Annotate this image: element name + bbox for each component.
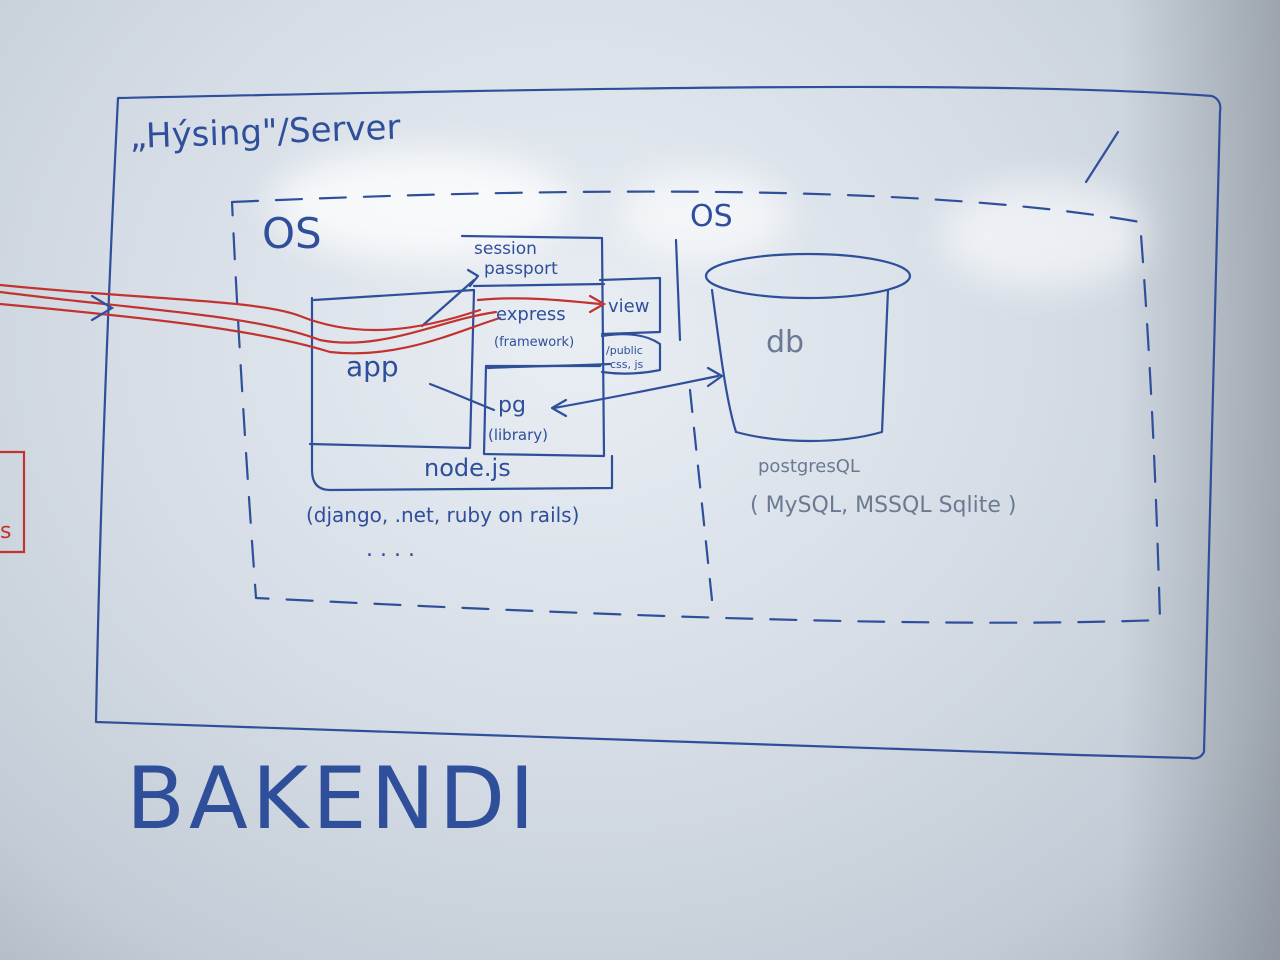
db-cylinder-top xyxy=(704,252,912,300)
app-to-pg-arrow xyxy=(428,382,496,412)
app-box xyxy=(308,288,476,450)
view-label: view xyxy=(608,296,649,317)
alternatives-label: (django, .net, ruby on rails) xyxy=(306,503,579,527)
postgres-label: postgresQL xyxy=(758,456,860,477)
app-to-session-arrowhead xyxy=(466,268,480,288)
request-flow-arrow xyxy=(0,290,498,344)
request-flow-arrowhead xyxy=(588,294,607,314)
nodejs-label: node.js xyxy=(424,454,511,482)
os-container-dashed xyxy=(230,190,1162,624)
framework-box xyxy=(460,234,606,458)
passport-label: passport xyxy=(484,259,558,279)
pg-to-db-arrowhead-right xyxy=(706,366,724,388)
view-box xyxy=(598,276,662,336)
db-label: db xyxy=(766,325,804,360)
node-to-view-arrow xyxy=(486,362,612,370)
request-flow-arrow xyxy=(476,297,602,306)
framework-label: (framework) xyxy=(494,335,574,350)
public-label-1: /public xyxy=(606,344,643,357)
server-box xyxy=(94,85,1222,760)
db-cylinder-body xyxy=(710,288,890,443)
request-flow-arrowhead xyxy=(90,294,115,322)
express-label: express xyxy=(496,304,566,325)
pen-mark xyxy=(1084,130,1120,184)
left-red-box xyxy=(0,450,26,554)
library-label: (library) xyxy=(488,426,548,444)
public-label-2: css, js xyxy=(610,358,644,371)
public-box xyxy=(600,333,662,375)
os-left-label: OS xyxy=(262,209,322,258)
os-right-label: OS xyxy=(690,199,733,234)
nodejs-box xyxy=(310,296,614,492)
app-label: app xyxy=(346,350,399,383)
dots-label: . . . . xyxy=(366,537,415,562)
os-divider xyxy=(674,238,682,342)
session-label: session xyxy=(474,239,537,259)
pg-label: pg xyxy=(498,393,526,418)
request-flow-arrow xyxy=(0,283,482,332)
app-to-session-arrow xyxy=(420,278,476,328)
pg-to-db-arrow xyxy=(552,374,720,410)
request-flow-arrow xyxy=(0,302,502,355)
session-divider xyxy=(472,282,606,288)
left-fragment-label: s xyxy=(0,519,11,544)
os-divider xyxy=(688,388,714,602)
db-alternatives-label: ( MySQL, MSSQL Sqlite ) xyxy=(750,493,1016,518)
bakendi-label: BAKENDI xyxy=(126,749,538,849)
pg-to-db-arrowhead-left xyxy=(550,398,568,418)
server-title: „Hýsing"/Server xyxy=(129,108,401,157)
